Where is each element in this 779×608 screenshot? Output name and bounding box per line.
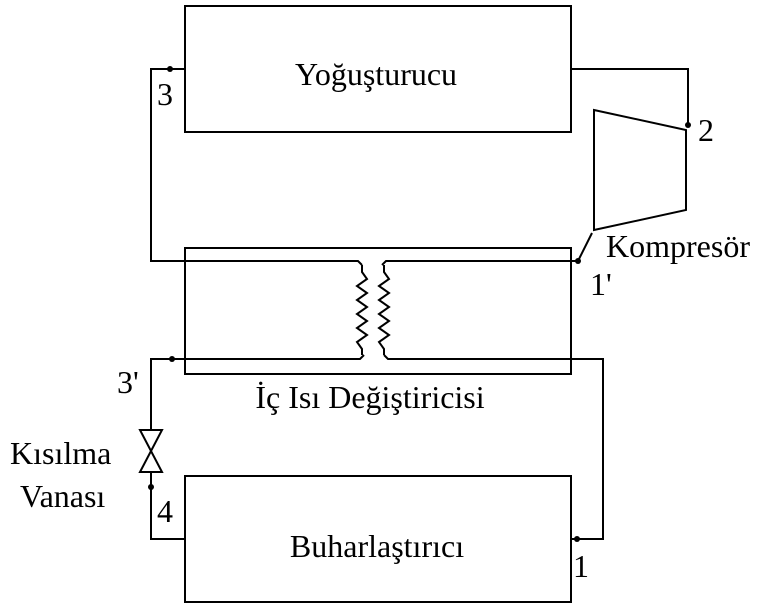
- condenser-box: [184, 5, 572, 133]
- condenser-label: Yoğuşturucu: [295, 56, 457, 92]
- coil-right: [377, 265, 391, 355]
- heat-exchanger-box: [184, 247, 572, 375]
- compressor-shape: [593, 108, 687, 232]
- state-label-3p: 3': [117, 364, 139, 400]
- heat-exchanger-coils: [355, 265, 391, 355]
- valve-label-line1: Kısılma: [10, 435, 111, 471]
- dot-2: [685, 122, 691, 128]
- coil-left: [355, 265, 369, 355]
- dot-3: [167, 66, 173, 72]
- state-label-4: 4: [157, 493, 173, 529]
- dot-1: [574, 536, 580, 542]
- state-label-1p: 1': [590, 266, 612, 302]
- state-label-1: 1: [573, 548, 589, 584]
- heat-exchanger-label: İç Isı Değiştiricisi: [255, 379, 484, 415]
- compressor-label: Kompresör: [606, 228, 750, 264]
- pipe-exchanger-to-1p: [381, 232, 593, 266]
- state-dots: [148, 66, 691, 542]
- valve-label-line2: Vanası: [20, 478, 105, 514]
- pipe-2-to-condenser: [571, 68, 689, 125]
- evaporator-box: [184, 475, 572, 603]
- dot-1p: [575, 258, 581, 264]
- expansion-valve-shape: [138, 429, 164, 473]
- dot-3p: [169, 356, 175, 362]
- state-label-2: 2: [698, 112, 714, 148]
- state-label-3: 3: [157, 76, 173, 112]
- pipe-valve-to-4: [150, 472, 185, 540]
- pipes: [150, 68, 689, 540]
- pipe-1-to-exchanger: [383, 354, 604, 540]
- evaporator-label: Buharlaştırıcı: [290, 528, 464, 564]
- pipe-exchanger-to-3p: [150, 354, 365, 430]
- pipe-3-to-exchanger: [150, 68, 363, 266]
- dot-4: [148, 484, 154, 490]
